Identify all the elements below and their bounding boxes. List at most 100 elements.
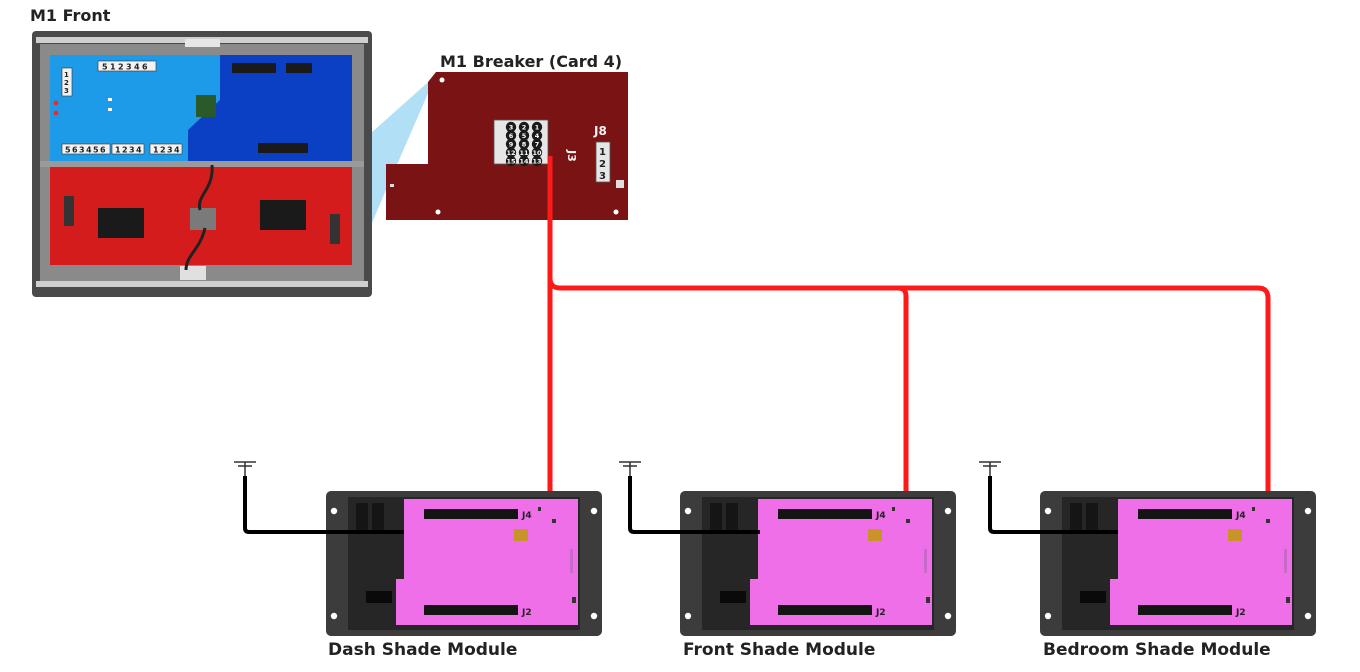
- j3-pin: [531, 147, 543, 158]
- ground-wire-front: [619, 461, 760, 534]
- front-strip-lower-c: 1 2 3 4: [153, 146, 180, 155]
- mount-hole: [1304, 507, 1312, 515]
- j3-pin-label: 2: [522, 124, 527, 132]
- j3-pin-label: 10: [532, 149, 542, 157]
- j3-pin: [505, 130, 517, 141]
- lower-b-pin: 3: [129, 146, 135, 155]
- dip-switch: [868, 529, 882, 541]
- module-label-front: Front Shade Module: [683, 640, 876, 660]
- mount-hole: [590, 507, 598, 515]
- j3-pin-label: 13: [532, 158, 541, 166]
- j8-connector: [595, 141, 611, 183]
- ground-icon: [234, 461, 256, 476]
- dip-switch: [514, 529, 528, 541]
- m1-front-panel: 5 1 2 3 4 6 1 2 3 5 6 3 4 5 6 1 2 3: [32, 31, 372, 297]
- side-header-pin: 1: [64, 71, 69, 79]
- lower-a-pin: 5: [93, 146, 99, 155]
- ground-icon: [619, 461, 641, 476]
- j3-pin-label: 12: [506, 149, 515, 157]
- module-label-bedroom: Bedroom Shade Module: [1043, 640, 1271, 660]
- j3-pin: [505, 147, 517, 158]
- j3-pin-label: 3: [509, 124, 514, 132]
- j3-pin: [505, 121, 517, 133]
- strip-a-pin: 1: [110, 63, 116, 72]
- front-strip-a: 5 1 2 3 4 6: [102, 63, 148, 72]
- breaker-title: M1 Breaker (Card 4): [440, 52, 623, 71]
- j2-label: J2: [521, 608, 532, 618]
- j3-pin: [518, 155, 530, 167]
- j3-pin: [531, 138, 543, 150]
- module-label-dash: Dash Shade Module: [328, 640, 518, 660]
- j3-pin-label: 1: [535, 124, 540, 132]
- module-pcb: [1110, 499, 1292, 625]
- strip-a-pin: 2: [118, 63, 124, 72]
- lower-c-pin: 3: [167, 146, 173, 155]
- side-header-pin: 2: [64, 79, 69, 87]
- lower-b-pin: 2: [122, 146, 128, 155]
- lower-a-pin: 4: [86, 146, 92, 155]
- j3-pin-label: 8: [522, 141, 527, 149]
- mount-hole: [944, 612, 952, 620]
- j4-label: J4: [521, 511, 532, 521]
- lower-a-pin: 5: [65, 146, 71, 155]
- mount-hole: [1044, 612, 1052, 620]
- front-strip-lower-b: 1 2 3 4: [115, 146, 142, 155]
- mount-hole: [1304, 612, 1312, 620]
- j4-connector: [778, 509, 872, 519]
- j3-pin: [505, 155, 517, 167]
- j8-pin: 2: [599, 159, 606, 170]
- lower-b-pin: 1: [115, 146, 121, 155]
- front-strip-lower-a: 5 6 3 4 5 6: [65, 146, 106, 155]
- j2-label: J2: [875, 608, 886, 618]
- j2-connector: [1138, 605, 1232, 615]
- mount-hole: [330, 612, 338, 620]
- ground-icon: [979, 461, 1001, 476]
- j2-connector: [778, 605, 872, 615]
- j3-pin-label: 15: [506, 158, 516, 166]
- j3-pin-label: 4: [535, 132, 540, 140]
- mount-hole: [590, 612, 598, 620]
- mount-hole: [944, 507, 952, 515]
- strip-a-pin: 5: [102, 63, 108, 72]
- j4-label: J4: [1235, 511, 1246, 521]
- j3-label: J3: [565, 149, 578, 162]
- lower-a-pin: 6: [72, 146, 78, 155]
- mount-hole: [330, 507, 338, 515]
- lower-a-pin: 6: [100, 146, 106, 155]
- j8-pin: 1: [599, 147, 606, 158]
- j3-pin-label: 11: [519, 149, 529, 157]
- j3-pin: [518, 130, 530, 141]
- lower-a-pin: 3: [79, 146, 85, 155]
- j8-label: J8: [593, 124, 607, 138]
- j3-pin-label: 7: [535, 141, 540, 149]
- j3-pin-label: 5: [522, 132, 527, 140]
- j8-pin: 3: [599, 171, 606, 182]
- ground-wire-bedroom: [979, 461, 1118, 534]
- lower-c-pin: 2: [160, 146, 166, 155]
- module-pcb: [750, 499, 932, 625]
- m1-front-title: M1 Front: [30, 6, 111, 25]
- j4-connector: [1138, 509, 1232, 519]
- mount-hole: [684, 507, 692, 515]
- mount-hole: [1044, 507, 1052, 515]
- signal-wire-drop-front: [897, 285, 909, 590]
- j4-label: J4: [875, 511, 886, 521]
- j2-label: J2: [1235, 608, 1246, 618]
- j3-pin: [518, 138, 530, 150]
- lower-c-pin: 4: [174, 146, 180, 155]
- j3-pin: [531, 155, 543, 167]
- lower-c-pin: 1: [153, 146, 159, 155]
- upper-right-board: [188, 55, 352, 161]
- j4-connector: [424, 509, 518, 519]
- lower-b-pin: 4: [136, 146, 142, 155]
- j3-pin: [505, 138, 517, 150]
- j3-pin: [531, 121, 543, 133]
- j3-pin: [531, 130, 543, 141]
- strip-a-pin: 3: [126, 63, 132, 72]
- j3-pin-label: 14: [519, 158, 529, 166]
- side-header-pin: 3: [64, 87, 69, 95]
